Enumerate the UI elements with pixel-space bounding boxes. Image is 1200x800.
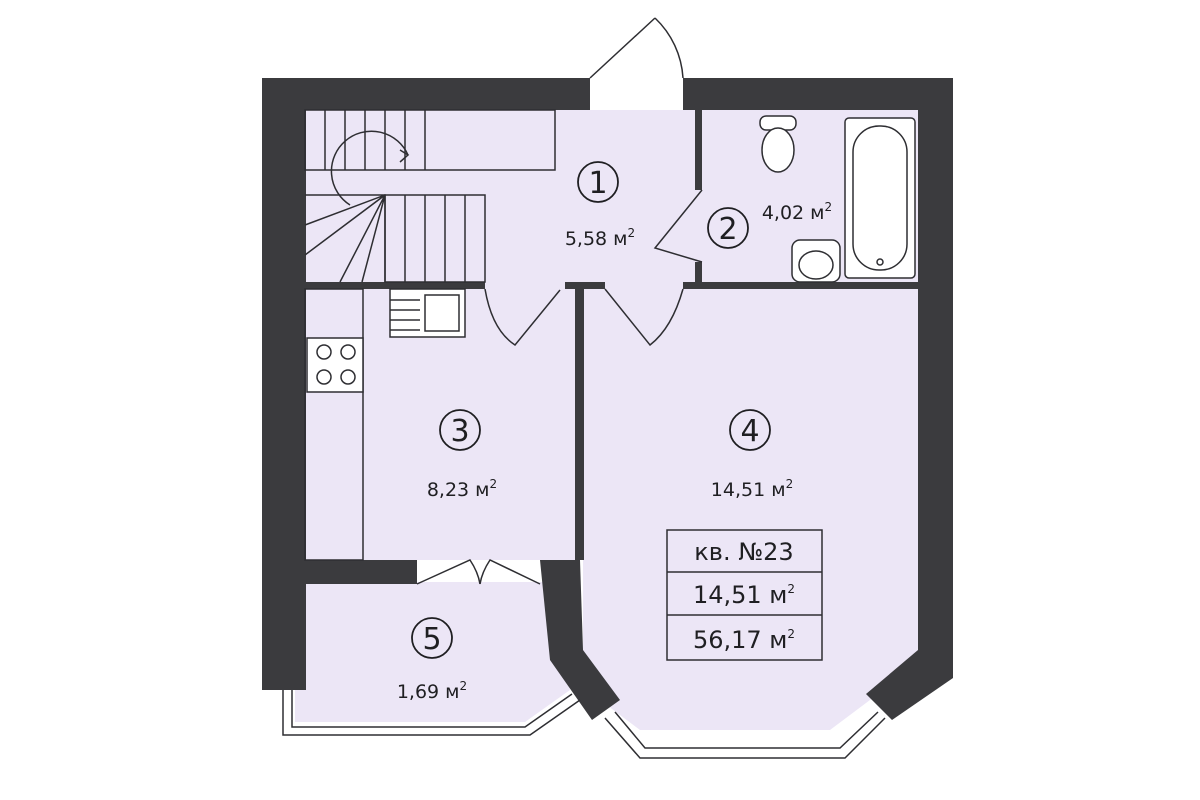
room-4-label: 4 14,51 м2 [711, 409, 793, 501]
room-2-number: 2 [718, 212, 737, 247]
room-4-living-floor [583, 288, 918, 730]
room-3-number: 3 [450, 414, 469, 449]
apartment-summary: кв. №23 14,51 м2 56,17 м2 [666, 529, 823, 661]
room-5-label: 5 1,69 м2 [397, 617, 467, 703]
stove [306, 337, 364, 393]
windows [282, 690, 886, 759]
room-1-area: 5,58 м2 [565, 226, 635, 250]
sink [791, 239, 841, 283]
kitchen-fixtures [304, 288, 466, 561]
staircase [304, 109, 556, 283]
room-2-label: 2 4,02 м2 [707, 200, 832, 249]
room-4-area: 14,51 м2 [711, 477, 793, 501]
apartment-area-1: 14,51 м2 [693, 581, 795, 609]
interior-doors [484, 189, 703, 347]
kitchen-counter [304, 288, 364, 561]
room-1-hall-floor [305, 110, 700, 288]
bathtub [844, 117, 916, 279]
room-5-number: 5 [422, 622, 441, 657]
room-4-number: 4 [740, 414, 759, 449]
apartment-number: кв. №23 [694, 538, 793, 566]
room-labels: 1 5,58 м2 2 4,02 м2 3 8,23 м2 4 14,51 м2… [397, 161, 832, 703]
bathroom-fixtures [759, 115, 916, 283]
room-1-number: 1 [588, 166, 607, 201]
entrance-door [589, 17, 684, 79]
balcony-doors [416, 559, 541, 585]
room-5-area: 1,69 м2 [397, 679, 467, 703]
room-1-label: 1 5,58 м2 [565, 161, 635, 250]
room-3-label: 3 8,23 м2 [427, 409, 497, 501]
room-2-area: 4,02 м2 [762, 200, 832, 224]
room-3-area: 8,23 м2 [427, 477, 497, 501]
room-5-balcony-floor [295, 582, 570, 722]
walls [262, 78, 953, 720]
toilet-bowl [761, 127, 795, 173]
apartment-area-2: 56,17 м2 [693, 626, 795, 654]
kitchen-sink [389, 288, 466, 338]
